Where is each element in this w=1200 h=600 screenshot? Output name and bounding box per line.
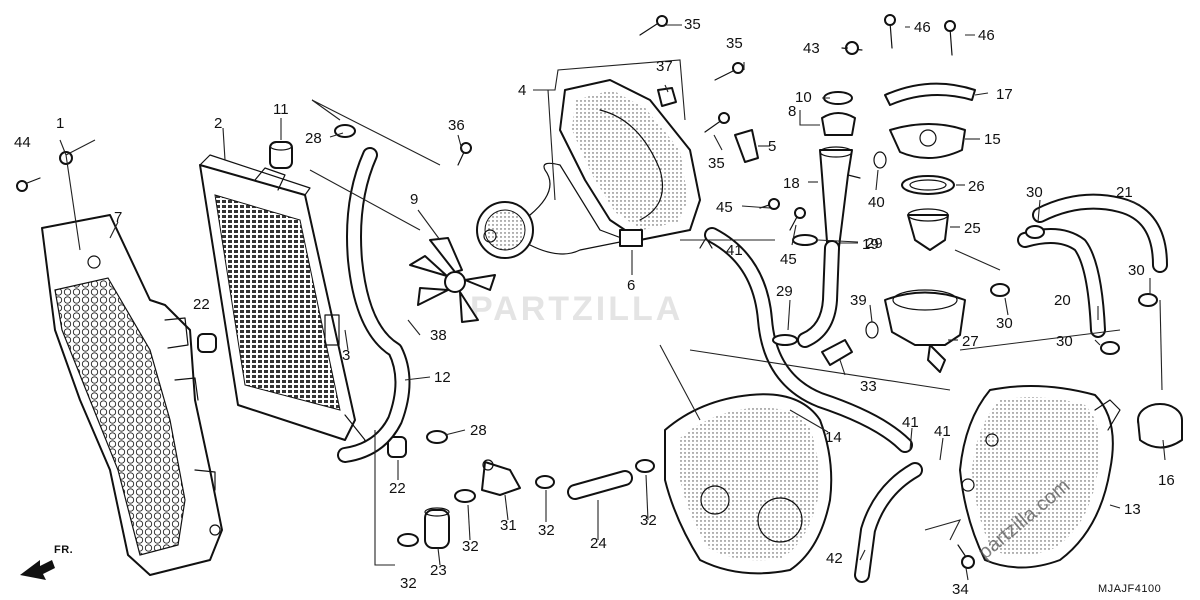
callout-41: 41 <box>902 414 919 431</box>
fan-motor <box>476 162 643 259</box>
callout-32: 32 <box>640 512 657 529</box>
hose-42 <box>854 462 923 583</box>
grommets <box>197 141 407 458</box>
hose-19 <box>797 240 840 348</box>
hose-14 <box>704 227 913 453</box>
callout-46: 46 <box>978 27 995 44</box>
callout-2: 2 <box>214 115 222 132</box>
watermark-large: PARTZILLA <box>470 290 683 328</box>
callout-32: 32 <box>538 522 555 539</box>
hoses-20-21 <box>1017 193 1168 338</box>
water-joint <box>481 459 521 496</box>
callout-12: 12 <box>434 369 451 386</box>
callout-6: 6 <box>627 277 635 294</box>
callout-32: 32 <box>462 538 479 555</box>
callout-18: 18 <box>783 175 800 192</box>
temperature-sensor <box>821 339 853 366</box>
hose-23 <box>424 507 450 549</box>
callout-30: 30 <box>1056 333 1073 350</box>
leader-lines <box>59 24 1166 581</box>
callout-16: 16 <box>1158 472 1175 489</box>
callout-28: 28 <box>470 422 487 439</box>
tank-cap <box>1137 403 1183 449</box>
callout-40: 40 <box>868 194 885 211</box>
bracket <box>734 129 759 163</box>
callout-8: 8 <box>788 103 796 120</box>
engine-block <box>664 393 833 575</box>
callout-17: 17 <box>996 86 1013 103</box>
upper-radiator-hose <box>337 147 411 463</box>
callout-3: 3 <box>342 347 350 364</box>
callout-30: 30 <box>1026 184 1043 201</box>
callout-43: 43 <box>803 40 820 57</box>
hose-24 <box>567 470 633 500</box>
clip <box>699 237 713 249</box>
callout-13: 13 <box>1124 501 1141 518</box>
callout-25: 25 <box>964 220 981 237</box>
callout-1: 1 <box>56 115 64 132</box>
callout-22: 22 <box>193 296 210 313</box>
callout-29: 29 <box>776 283 793 300</box>
callout-38: 38 <box>430 327 447 344</box>
callout-7: 7 <box>114 209 122 226</box>
callout-27: 27 <box>962 333 979 350</box>
reserve-tank <box>959 385 1121 569</box>
callout-30: 30 <box>996 315 1013 332</box>
callout-44: 44 <box>14 134 31 151</box>
callout-31: 31 <box>500 517 517 534</box>
callout-46: 46 <box>914 19 931 36</box>
callout-33: 33 <box>860 378 877 395</box>
callout-22: 22 <box>389 480 406 497</box>
callout-10: 10 <box>795 89 812 106</box>
diagram-code: MJAJF4100 <box>1098 583 1161 595</box>
fan-shroud <box>559 79 701 241</box>
callout-41: 41 <box>726 242 743 259</box>
callout-35: 35 <box>684 16 701 33</box>
radiator-shroud <box>41 214 223 576</box>
callout-21: 21 <box>1116 184 1133 201</box>
callout-11: 11 <box>273 101 289 118</box>
callout-labels: 44 1 7 2 22 11 28 3 9 38 12 36 4 35 37 3… <box>14 16 1175 598</box>
callout-9: 9 <box>410 191 418 208</box>
cooling-fan <box>409 237 496 323</box>
filler-neck <box>819 91 861 256</box>
callout-26: 26 <box>968 178 985 195</box>
callout-45: 45 <box>780 251 797 268</box>
front-direction-indicator: FR. <box>20 544 73 580</box>
callout-24: 24 <box>590 535 607 552</box>
callout-19: 19 <box>862 236 879 253</box>
callout-30: 30 <box>1128 262 1145 279</box>
callout-41: 41 <box>934 423 951 440</box>
callout-35: 35 <box>708 155 725 172</box>
callout-35: 35 <box>726 35 743 52</box>
callout-42: 42 <box>826 550 843 567</box>
callout-15: 15 <box>984 131 1001 148</box>
callout-39: 39 <box>850 292 867 309</box>
callout-36: 36 <box>448 117 465 134</box>
washer <box>865 321 879 339</box>
callout-37: 37 <box>656 58 673 75</box>
o-ring <box>873 151 887 169</box>
callout-14: 14 <box>825 429 842 446</box>
callout-32: 32 <box>400 575 417 592</box>
thermostat-assembly <box>884 82 976 373</box>
callout-29: 29 <box>866 235 883 252</box>
radiator <box>199 154 366 456</box>
callout-4: 4 <box>518 82 526 99</box>
callout-34: 34 <box>952 581 969 598</box>
callout-20: 20 <box>1054 292 1071 309</box>
front-label: FR. <box>54 544 73 556</box>
callout-28: 28 <box>305 130 322 147</box>
callout-23: 23 <box>430 562 447 579</box>
callout-45: 45 <box>716 199 733 216</box>
nut <box>657 87 677 107</box>
callout-5: 5 <box>768 138 776 155</box>
